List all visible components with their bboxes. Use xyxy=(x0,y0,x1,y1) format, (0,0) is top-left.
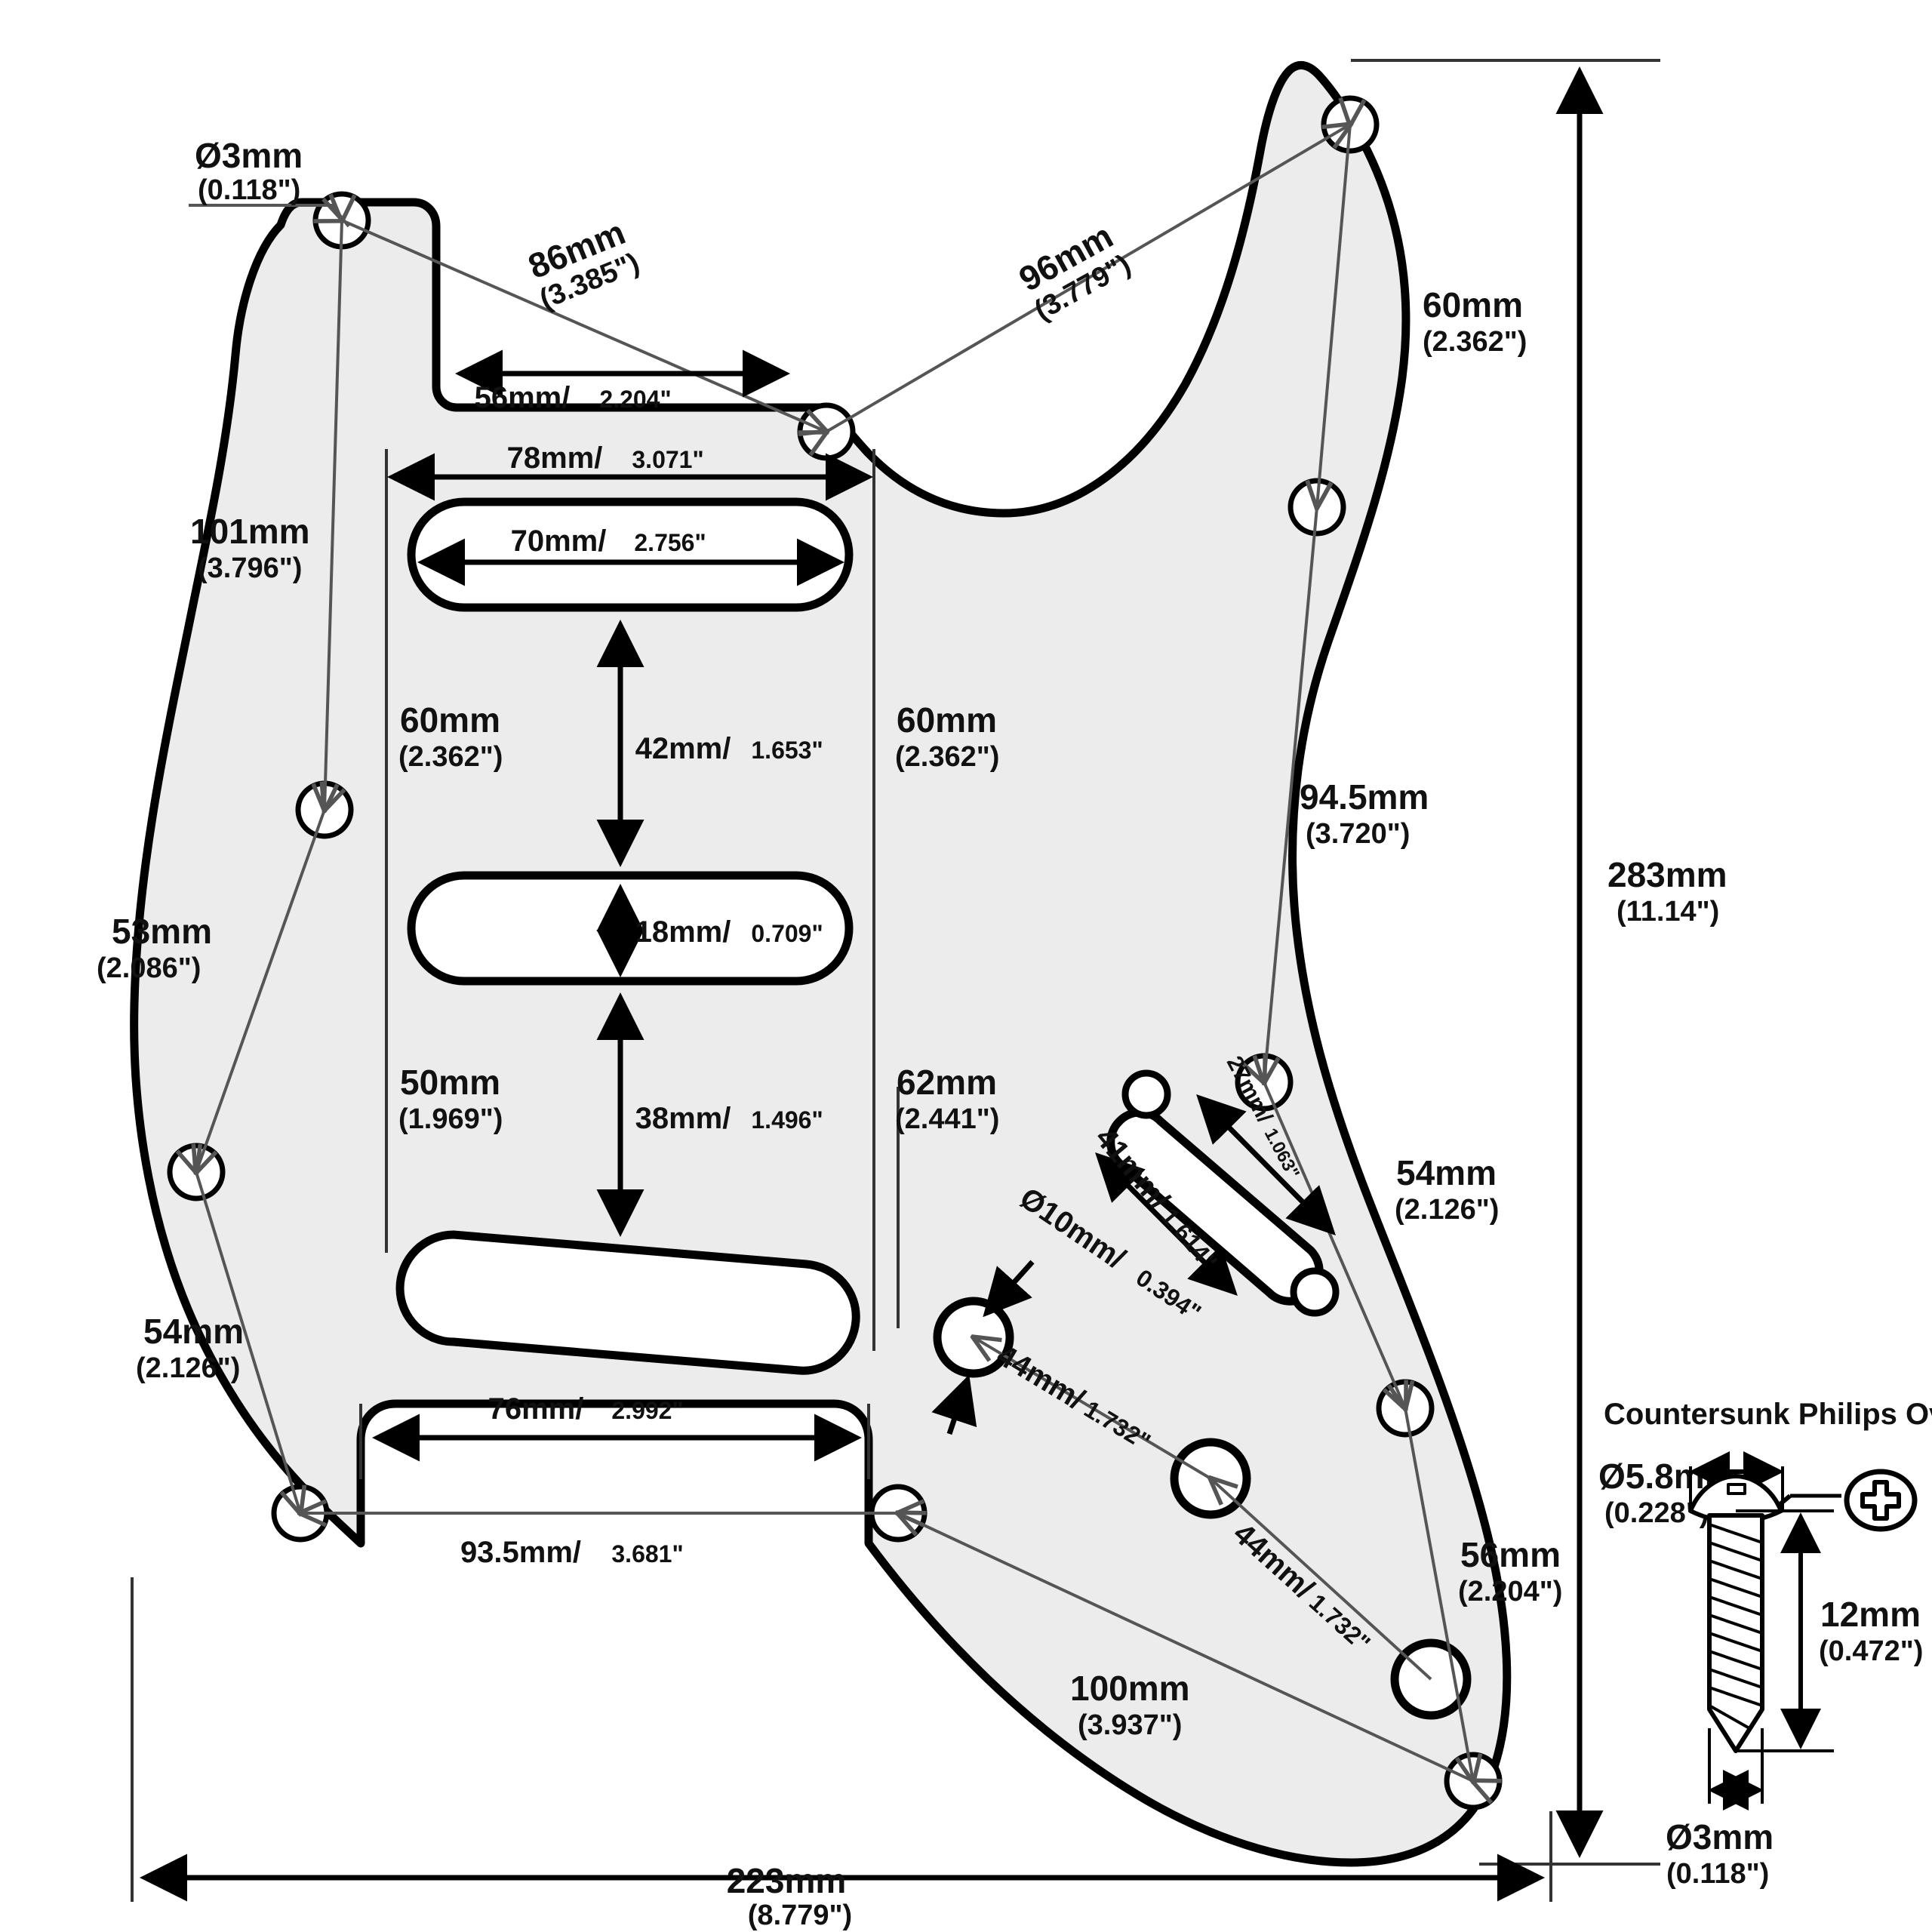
label-60mm-left-in: (2.362") xyxy=(398,741,503,773)
screw-illustration xyxy=(1688,1474,1783,1753)
switch-hole-upper xyxy=(1121,1069,1171,1119)
leader-94-5mm xyxy=(1264,507,1317,1082)
label-70mm-mm: 70mm/ xyxy=(511,525,607,558)
label-283mm-in: (11.14") xyxy=(1617,896,1719,928)
leader-60mm-right-top xyxy=(1317,125,1350,507)
label-76mm-in: 2.992" xyxy=(611,1397,683,1424)
label-223mm-in: (8.779") xyxy=(748,1900,852,1931)
arrow-27mm xyxy=(1196,1094,1336,1235)
leader-54mm-left xyxy=(196,1172,300,1513)
label-60mm-right-top-mm: 60mm xyxy=(1423,285,1523,325)
label-100mm-in: (3.937") xyxy=(1078,1709,1182,1741)
label-60mm-left-mm: 60mm xyxy=(400,700,500,740)
label-94-5mm-in: (3.720") xyxy=(1306,818,1410,850)
label-50mm-mm: 50mm xyxy=(400,1063,500,1102)
label-54mm-left-mm: 54mm xyxy=(143,1312,244,1351)
label-101mm-in: (3.796") xyxy=(198,552,302,584)
arrow-41mm xyxy=(1095,1152,1238,1296)
leader-100mm xyxy=(898,1513,1473,1781)
label-54mm-right-in: (2.126") xyxy=(1395,1194,1499,1226)
arrow-dia10-pointer xyxy=(983,1260,1035,1318)
label-60mm-right-in: (2.362") xyxy=(895,741,999,773)
label-56mm-right-in: (2.204") xyxy=(1458,1576,1562,1607)
label-38mm-mm: 38mm/ xyxy=(635,1102,731,1135)
label-100mm-mm: 100mm xyxy=(1070,1669,1190,1708)
label-60mm-right-mm: 60mm xyxy=(897,700,997,740)
label-78mm-mm: 78mm/ xyxy=(507,441,603,475)
arrow-44mm-pointer xyxy=(931,1374,977,1435)
extension-lines-group xyxy=(131,59,1660,1902)
label-56mm-top-mm: 56mm/ xyxy=(475,381,571,414)
screw-head-slot xyxy=(1727,1483,1746,1495)
label-62mm-in: (2.441") xyxy=(895,1103,999,1135)
leader-dia3-callout xyxy=(189,204,350,228)
leader-44mm-a xyxy=(974,1337,1212,1480)
label-42mm-mm: 42mm/ xyxy=(635,732,731,765)
label-56mm-right-mm: 56mm xyxy=(1460,1535,1561,1574)
label-18mm-mm: 18mm/ xyxy=(635,915,731,949)
label-93-5mm-in: 3.681" xyxy=(611,1540,683,1567)
label-thread-dia-in: (0.118") xyxy=(1666,1858,1769,1890)
label-dia3mm-in: (0.118") xyxy=(198,174,300,206)
screw-detail-group: Countersunk Philips Oval Head Ø5.8mm (0.… xyxy=(1598,1398,1932,1890)
label-101mm-mm: 101mm xyxy=(190,512,310,551)
label-54mm-left-in: (2.126") xyxy=(136,1352,240,1384)
screw-detail-title: Countersunk Philips Oval Head xyxy=(1604,1398,1932,1431)
label-thread-dia-mm: Ø3mm xyxy=(1666,1817,1774,1857)
label-42mm-in: 1.653" xyxy=(751,737,823,764)
label-54mm-right-mm: 54mm xyxy=(1396,1153,1497,1192)
label-screw-length-in: (0.472") xyxy=(1819,1635,1923,1667)
neck-pickup-rout xyxy=(407,497,854,612)
label-76mm-mm: 76mm/ xyxy=(488,1392,584,1426)
label-53mm-in: (2.086") xyxy=(97,952,201,984)
switch-hole-lower xyxy=(1290,1267,1340,1317)
label-283mm-mm: 283mm xyxy=(1607,855,1727,894)
label-223mm-mm: 223mm xyxy=(727,1861,847,1900)
label-dia3mm-mm: Ø3mm xyxy=(195,136,303,175)
philips-cross-icon xyxy=(1844,1469,1918,1532)
leader-53mm xyxy=(196,810,325,1172)
label-70mm-in: 2.756" xyxy=(634,529,706,556)
label-50mm-in: (1.969") xyxy=(398,1103,503,1135)
label-screw-length-mm: 12mm xyxy=(1820,1595,1921,1634)
screw-threads xyxy=(1709,1523,1763,1730)
bridge-pickup-rout xyxy=(395,1230,860,1375)
label-78mm-in: 3.071" xyxy=(632,446,703,473)
label-62mm-mm: 62mm xyxy=(897,1063,997,1102)
label-93-5mm-mm: 93.5mm/ xyxy=(460,1536,581,1569)
leader-44mm-b xyxy=(1211,1478,1432,1681)
label-94-5mm-mm: 94.5mm xyxy=(1300,777,1429,817)
label-60mm-right-top-in: (2.362") xyxy=(1423,326,1527,358)
label-38mm-in: 1.496" xyxy=(751,1106,823,1134)
dimension-arrows-group xyxy=(140,66,1604,1902)
label-53mm-mm: 53mm xyxy=(112,912,212,951)
label-56mm-top-in: 2.204" xyxy=(599,386,671,413)
leader-96mm xyxy=(826,125,1350,432)
length-ext-lines xyxy=(1736,1509,1834,1752)
label-18mm-in: 0.709" xyxy=(751,920,823,947)
